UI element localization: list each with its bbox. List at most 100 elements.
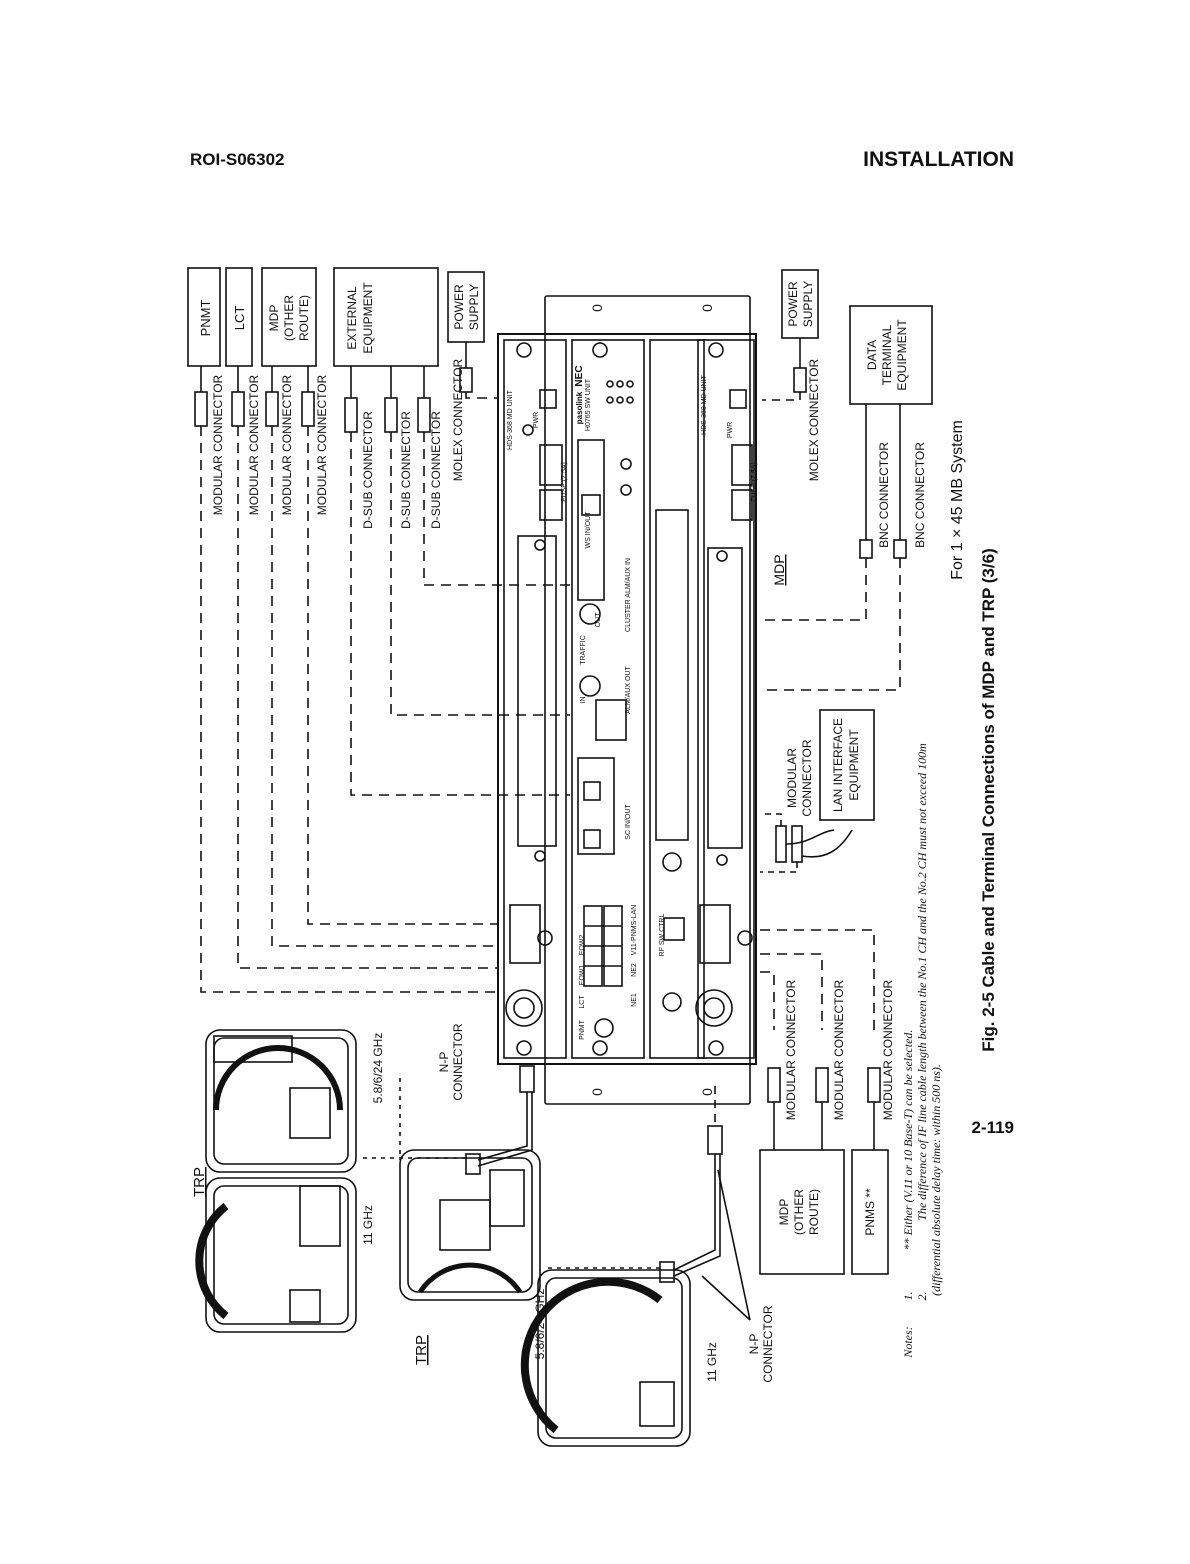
mdp-other-route-box: MDP (OTHER ROUTE): [261, 267, 317, 367]
freq-58-b: 5.8/6/24 GHz: [533, 1289, 547, 1360]
sc-label: SC IN/OUT: [625, 804, 632, 840]
modular-connector-label-4: MODULAR CONNECTOR: [315, 374, 329, 515]
bottom-right-cables: [760, 929, 875, 1030]
trp-unit-a: [205, 1029, 357, 1173]
pnmt-label: PNMT: [198, 300, 213, 337]
left-dashed-cables: [200, 392, 570, 993]
trp-label-a: TRP: [191, 1167, 208, 1197]
bottom-modular-label-2: MODULAR CONNECTOR: [832, 979, 846, 1120]
system-label: For 1 × 45 MB System: [949, 420, 966, 580]
power-right-label-2: SUPPLY: [801, 281, 815, 327]
trp-labels: TRP 11 GHz 5.8/6/24 GHz N-P CONNECTOR TR…: [191, 1023, 775, 1382]
nec-logo: NEC: [574, 365, 585, 386]
ws-label: WS IN/OUT: [585, 511, 592, 549]
molex-connector-label: MOLEX CONNECTOR: [451, 358, 465, 481]
molex-plug-right: [793, 367, 807, 393]
mdp-other-label-3: ROUTE): [297, 295, 311, 341]
shelf-screw-0-b: 0: [699, 304, 715, 312]
mdp-other-label-1: MDP: [267, 305, 281, 332]
np-connector2-label-1: N-P: [747, 1334, 761, 1355]
dte-label-2: TERMINAL: [880, 324, 894, 385]
pnms-label: PNMS **: [863, 1188, 877, 1236]
md-unit-label-1: HDS-368 MD UNIT: [507, 389, 514, 450]
fuse-label-2: FUSE (7.5A): [751, 462, 758, 502]
pasolink-logo: pasolink: [575, 391, 584, 424]
mdp-shelf: 0 0 0 0: [497, 295, 757, 1105]
lan-label-1: LAN INTERFACE: [831, 718, 845, 812]
mdp-bottom-label-3: ROUTE): [807, 1189, 821, 1235]
modular-connector-label-1: MODULAR CONNECTOR: [211, 374, 225, 515]
shelf-screw-0-d: 0: [699, 1088, 715, 1096]
molex-connector-right-label: MOLEX CONNECTOR: [807, 358, 821, 481]
bottom-right-plugs: [767, 1067, 881, 1150]
bnc-connector-label-2: BNC CONNECTOR: [913, 442, 927, 548]
lan-label-2: EQUIPMENT: [847, 729, 861, 801]
ne2-label: NE2: [631, 963, 638, 977]
np-connector2-label-2: CONNECTOR: [761, 1305, 775, 1382]
dte-label-1: DATA: [865, 340, 879, 370]
freq-11ghz-a: 11 GHz: [361, 1205, 375, 1245]
lan-interface-box: LAN INTERFACE EQUIPMENT: [819, 709, 875, 821]
pwr-label-1: PWR: [533, 412, 540, 428]
figure-notes: Notes: 1. ** Either (V.11 or 10 Base-T) …: [901, 743, 943, 1359]
in-label: IN: [580, 697, 587, 704]
sw-unit-label: H0765 SW UNIT: [585, 378, 592, 431]
almaux-label: ALM/AUX OUT: [625, 666, 632, 714]
trp-unit-d: [520, 1269, 691, 1447]
note-1-number: 1.: [901, 1292, 915, 1301]
modular-connector-right-2: CONNECTOR: [800, 739, 814, 816]
pnms-box: PNMS **: [851, 1149, 889, 1275]
left-connector-labels: MODULAR CONNECTOR MODULAR CONNECTOR MODU…: [211, 358, 465, 528]
pnmt-port-label: PNMT: [579, 1019, 586, 1040]
shelf-screw-0-c: 0: [589, 1088, 605, 1096]
bnc-connectors: [760, 404, 907, 691]
np-cables: [360, 1065, 751, 1321]
section-title: INSTALLATION: [863, 148, 1014, 171]
v11-label: V11-PNMS-LAN: [631, 905, 638, 955]
mdp-other-label-2: (OTHER: [282, 295, 296, 341]
mdp-bottom-label-2: (OTHER: [792, 1189, 806, 1235]
bottom-connector-labels: MODULAR CONNECTOR MODULAR CONNECTOR MODU…: [784, 979, 895, 1120]
pwr-label-2: PWR: [727, 422, 734, 438]
eow2-label: EOW2: [579, 935, 586, 956]
power-right-label-1: POWER: [786, 281, 800, 327]
pnmt-box: PNMT: [187, 267, 221, 367]
traffic-label: TRAFFIC: [580, 635, 587, 665]
bottom-modular-label-3: MODULAR CONNECTOR: [881, 979, 895, 1120]
document-id: ROI-S06302: [190, 150, 285, 169]
figure-caption: Fig. 2-5 Cable and Terminal Connections …: [979, 548, 998, 1051]
lct-box: LCT: [225, 267, 253, 367]
bottom-modular-label-1: MODULAR CONNECTOR: [784, 979, 798, 1120]
note-2-number: 2.: [915, 1292, 929, 1301]
dsub-connector-label-1: D-SUB CONNECTOR: [361, 411, 375, 529]
bnc-connector-label-1: BNC CONNECTOR: [877, 442, 891, 548]
mdp-bottom-label-1: MDP: [777, 1199, 791, 1226]
lct-port-label: LCT: [579, 995, 586, 1009]
trp-unit-b: [195, 1177, 357, 1333]
ne1-label: NE1: [631, 993, 638, 1007]
dte-label-3: EQUIPMENT: [895, 319, 909, 391]
lan-plugs: [760, 813, 853, 873]
note-1-text: ** Either (V.11 or 10 Base-T) can be sel…: [901, 1030, 915, 1251]
freq-11ghz-b: 11 GHz: [705, 1342, 719, 1382]
molex-cable-right: [762, 392, 801, 401]
page-number: 2-119: [971, 1118, 1014, 1137]
note-2-text-b: (differential absolute delay time: withi…: [929, 1064, 943, 1296]
external-label-1: EXTERNAL: [345, 286, 359, 350]
notes-label: Notes:: [901, 1326, 915, 1358]
md-unit-label-2: HDS-368 MD UNIT: [701, 374, 708, 435]
trp-label-b: TRP: [413, 1335, 430, 1365]
rf-sw-ctrl-label: RF SW CTRL: [659, 914, 666, 957]
freq-58-a: 5.8/6/24 GHz: [371, 1033, 385, 1104]
np-connector-label-1: N-P: [437, 1052, 451, 1073]
cluster-label: CLUSTER ALM/AUX IN: [625, 558, 632, 632]
shelf-screw-0-a: 0: [589, 304, 605, 312]
dsub-connector-label-2: D-SUB CONNECTOR: [399, 411, 413, 529]
np-connector-label-2: CONNECTOR: [451, 1023, 465, 1100]
note-2-text-a: The difference of IF line cable length b…: [915, 743, 929, 1221]
modular-connector-right-1: MODULAR: [785, 748, 799, 808]
mdp-other-route-box-bottom: MDP (OTHER ROUTE): [759, 1149, 845, 1275]
power-label-1: POWER: [452, 284, 466, 330]
out-label: OUT: [595, 612, 602, 628]
